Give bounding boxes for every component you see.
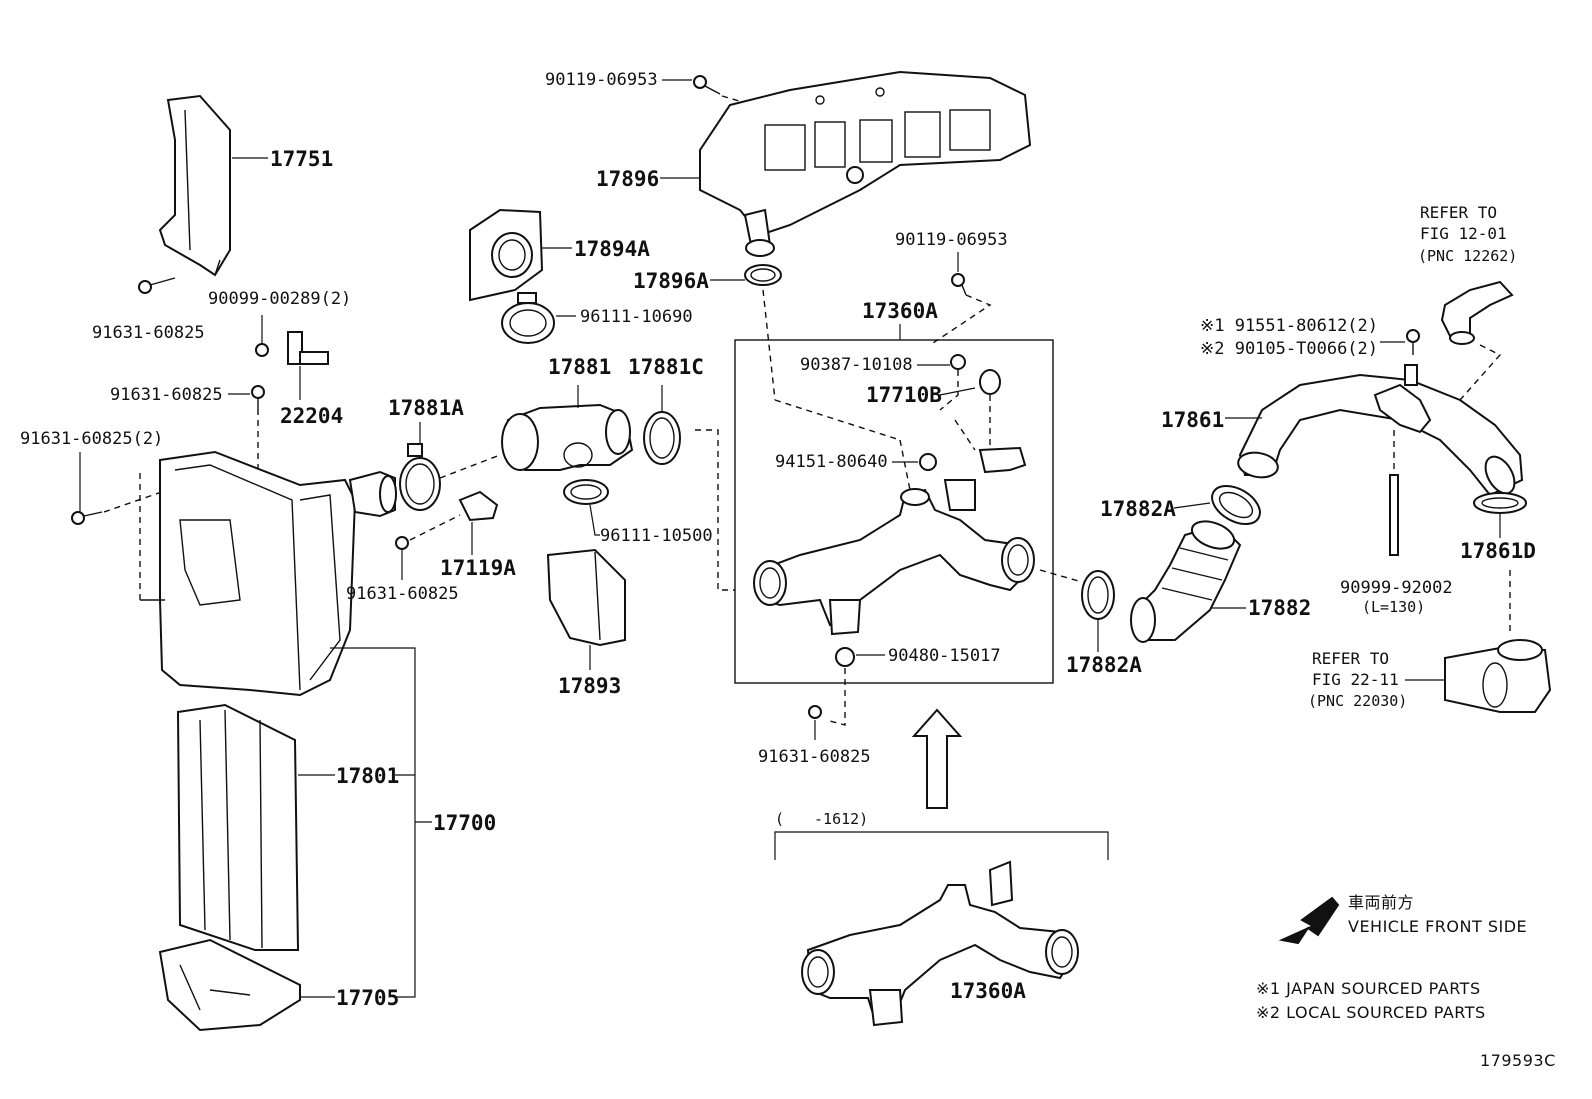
- label-90999-92002: 90999-92002: [1340, 578, 1453, 598]
- label-17360A-b: 17360A: [950, 979, 1026, 1003]
- label-91551-80612: ※1 91551-80612(2): [1200, 316, 1378, 336]
- air-cleaner-inlet: [348, 470, 397, 518]
- label-90105-T0066: ※2 90105-T0066(2): [1200, 339, 1378, 359]
- duct-17751: [158, 94, 231, 277]
- nut-icon: [919, 453, 937, 471]
- duct-17893: [546, 548, 626, 647]
- clamp-17881C: [643, 411, 681, 465]
- throttle-body-fig-22-11: [1444, 639, 1552, 713]
- cover-inlet-pipe: [743, 208, 775, 257]
- bolt-icon: [395, 536, 409, 550]
- bushing-17710B: [979, 369, 1001, 395]
- pipe-17861: [1237, 364, 1524, 497]
- label-17751: 17751: [270, 147, 333, 171]
- hose-17881: [501, 403, 634, 471]
- label-17881: 17881: [548, 355, 611, 379]
- grommet-icon: [835, 647, 855, 667]
- label-91631-60825-d: 91631-60825: [758, 747, 871, 767]
- grommet-icon: [950, 354, 966, 370]
- label-17710B: 17710B: [866, 383, 942, 407]
- bolt-icon: [251, 385, 265, 415]
- figure-id: 179593C: [1480, 1051, 1556, 1070]
- ref1-line1: REFER TO: [1420, 203, 1497, 222]
- label-94151-80640: 94151-80640: [775, 452, 888, 472]
- label-17881C: 17881C: [628, 355, 704, 379]
- label-17861: 17861: [1161, 408, 1224, 432]
- label-17896A: 17896A: [633, 269, 709, 293]
- label-90999-len: (L=130): [1362, 598, 1425, 616]
- label-17360A: 17360A: [862, 299, 938, 323]
- clamp-17861D: [1473, 492, 1527, 514]
- front-label-jp: 車両前方: [1348, 893, 1414, 912]
- label-17896: 17896: [596, 167, 659, 191]
- bolt-icon: [808, 705, 822, 719]
- label-90387-10108: 90387-10108: [800, 355, 913, 375]
- clamp-96111-10690: [501, 292, 555, 344]
- clamp-96111-10500: [563, 479, 609, 505]
- clamp-17896A: [744, 264, 782, 286]
- bolt-icon: [1406, 329, 1420, 355]
- lower-case-17705: [158, 938, 301, 1032]
- bolt-icon: [71, 511, 103, 525]
- pipe-17360A: [753, 479, 1035, 636]
- label-91631-60825-a: 91631-60825: [92, 323, 205, 343]
- pad-17894A: [469, 208, 544, 302]
- filter-element-17801: [176, 703, 300, 951]
- legend-note-2: ※2 LOCAL SOURCED PARTS: [1256, 1003, 1486, 1022]
- bracket-clip: [978, 446, 1027, 474]
- bolt-icon: [138, 277, 176, 294]
- ref2-line1: REFER TO: [1312, 649, 1389, 668]
- arrow-up-icon: [911, 708, 963, 809]
- label-90119-06953-b: 90119-06953: [895, 230, 1008, 250]
- assembly-box-17360A: [734, 339, 1054, 684]
- pipe-17360A-alt: [801, 860, 1079, 1027]
- ref2-line3: (PNC 22030): [1308, 692, 1407, 710]
- ref2-line2: FIG 22-11: [1312, 670, 1399, 689]
- front-arrow-icon: [1278, 896, 1340, 945]
- label-22204: 22204: [280, 404, 343, 428]
- label-96111-10500: 96111-10500: [600, 526, 713, 546]
- bracket-17119A: [458, 490, 499, 522]
- label-17119A: 17119A: [440, 556, 516, 580]
- clamp-17881A: [399, 443, 441, 511]
- label-17700: 17700: [433, 811, 496, 835]
- ref1-line3: (PNC 12262): [1418, 247, 1517, 265]
- clamp-17882A-upper: [1211, 485, 1261, 525]
- label-17801: 17801: [336, 764, 399, 788]
- ref1-line2: FIG 12-01: [1420, 224, 1507, 243]
- label-91631-60825-2: 91631-60825(2): [20, 429, 163, 449]
- label-17882: 17882: [1248, 596, 1311, 620]
- clamp-17882A-lower: [1081, 570, 1115, 620]
- label-17705: 17705: [336, 986, 399, 1010]
- sensor-22204: [287, 331, 329, 365]
- label-90099-00289: 90099-00289(2): [208, 289, 351, 309]
- label-91631-60825-c: 91631-60825: [346, 584, 459, 604]
- hose-fig-12-01: [1440, 280, 1514, 345]
- label-90119-06953-a: 90119-06953: [545, 70, 658, 90]
- clip-icon: [255, 343, 269, 357]
- label-17893: 17893: [558, 674, 621, 698]
- range-label: ( -1612): [775, 810, 868, 828]
- label-17861D: 17861D: [1460, 539, 1536, 563]
- bolt-icon: [693, 75, 721, 95]
- label-90480-15017: 90480-15017: [888, 646, 1001, 666]
- label-96111-10690: 96111-10690: [580, 307, 693, 327]
- bolt-icon: [951, 273, 967, 296]
- label-17894A: 17894A: [574, 237, 650, 261]
- legend-note-1: ※1 JAPAN SOURCED PARTS: [1256, 979, 1481, 998]
- label-91631-60825-b: 91631-60825: [110, 385, 223, 405]
- engine-cover-17896: [699, 70, 1032, 237]
- hose-90999-92002: [1389, 474, 1399, 556]
- front-label-en: VEHICLE FRONT SIDE: [1348, 917, 1527, 936]
- hose-17882: [1130, 520, 1242, 643]
- label-17882A-b: 17882A: [1066, 653, 1142, 677]
- label-17882A-a: 17882A: [1100, 497, 1176, 521]
- air-cleaner-case: [139, 450, 357, 697]
- label-17881A: 17881A: [388, 396, 464, 420]
